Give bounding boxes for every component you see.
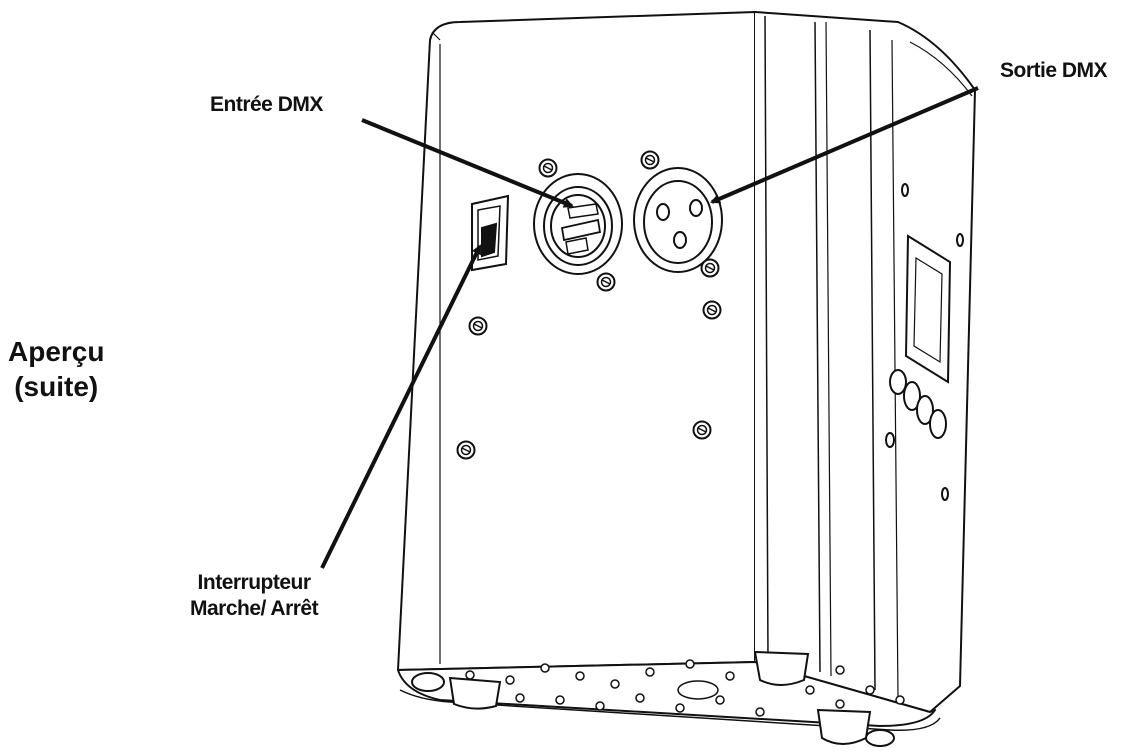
section-title-line2: (suite) <box>14 371 99 402</box>
arrow-dmx-out <box>710 86 979 204</box>
arrow-dmx-in <box>361 118 574 208</box>
rubber-feet <box>411 650 895 747</box>
dmx-in-connector <box>533 173 623 275</box>
arrow-power-switch <box>320 244 482 569</box>
section-title: Aperçu (suite) <box>8 334 104 404</box>
power-switch-label: Interrupteur Marche/ Arrêt <box>190 570 319 623</box>
power-switch-label-line1: Interrupteur <box>197 571 312 594</box>
base-vents <box>465 659 905 717</box>
dmx-out-label: Sortie DMX <box>1000 59 1108 82</box>
section-title-line1: Aperçu <box>8 336 105 367</box>
side-control-panel <box>885 183 964 501</box>
callout-arrows <box>320 86 979 569</box>
fixture-housing <box>397 11 976 731</box>
dmx-out-connector <box>633 167 723 273</box>
dmx-in-label: Entrée DMX <box>210 93 323 116</box>
power-switch <box>471 194 510 272</box>
power-switch-label-line2: Marche/ Arrêt <box>190 597 319 621</box>
